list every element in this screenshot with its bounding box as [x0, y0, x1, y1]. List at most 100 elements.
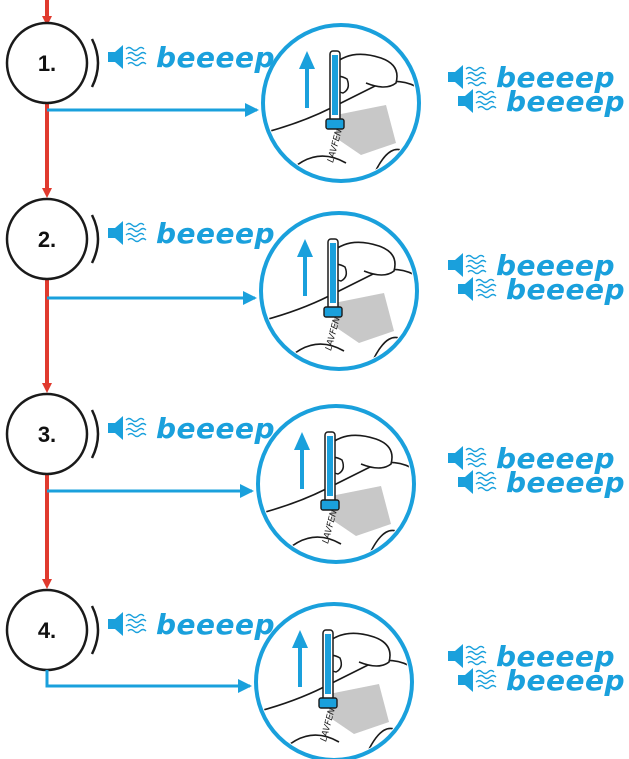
sound-wave-icon	[125, 222, 147, 243]
bracket	[90, 605, 100, 655]
speaker-cone	[455, 65, 463, 89]
sound-wave-line	[125, 56, 145, 62]
sound-wave-line	[125, 623, 145, 629]
probe-cap	[320, 499, 340, 511]
beep-label: beeeep	[458, 273, 625, 306]
beep-text: beeeep	[496, 249, 615, 282]
speaker-body	[108, 228, 115, 238]
sound-wave-line	[465, 645, 485, 651]
sound-wave-line	[467, 81, 487, 87]
sound-wave-line	[475, 288, 495, 294]
contact-shade	[336, 105, 396, 155]
probe-core	[332, 55, 338, 115]
sound-wave-line	[477, 283, 497, 289]
beep-text: beeeep	[156, 412, 275, 445]
speaker-cone	[465, 668, 473, 692]
speaker-icon	[108, 416, 147, 440]
sound-wave-line	[127, 618, 147, 624]
sound-wave-icon	[475, 669, 497, 690]
sound-wave-icon	[125, 46, 147, 67]
speaker-icon	[458, 89, 497, 113]
speaker-body	[108, 619, 115, 629]
sound-wave-icon	[475, 471, 497, 492]
sound-wave-line	[475, 100, 495, 106]
sound-wave-line	[125, 46, 145, 52]
sound-wave-line	[467, 269, 487, 275]
sound-wave-icon	[465, 645, 487, 666]
sound-wave-icon	[125, 613, 147, 634]
speaker-icon	[108, 612, 147, 636]
beep-text: beeeep	[506, 664, 625, 697]
step-number: 1.	[38, 51, 56, 76]
sound-wave-line	[467, 259, 487, 265]
beep-label: beeeep	[108, 41, 275, 74]
speaker-icon	[458, 668, 497, 692]
sound-wave-line	[475, 471, 495, 477]
step-number: 4.	[38, 618, 56, 643]
speaker-icon	[458, 470, 497, 494]
speaker-body	[108, 52, 115, 62]
speaker-body	[448, 72, 455, 82]
detail-ring	[254, 602, 414, 759]
sound-wave-line	[467, 650, 487, 656]
speaker-body	[448, 260, 455, 270]
sound-wave-icon	[475, 90, 497, 111]
hand-outline	[332, 53, 398, 88]
bracket	[90, 409, 100, 459]
sound-wave-line	[125, 222, 145, 228]
speaker-cone	[465, 277, 473, 301]
sound-wave-line	[127, 422, 147, 428]
probe-cap	[318, 697, 338, 709]
speaker-icon	[458, 277, 497, 301]
detail-ring	[261, 23, 421, 183]
beep-text: beeeep	[156, 608, 275, 641]
sound-wave-line	[477, 293, 497, 299]
sound-wave-line	[465, 655, 485, 661]
sound-wave-line	[477, 486, 497, 492]
sound-wave-line	[465, 447, 485, 453]
step-number: 2.	[38, 227, 56, 252]
beep-label: beeeep	[448, 61, 615, 94]
probe-detail-circle: LAVFEN	[261, 23, 421, 183]
beep-label: beeeep	[458, 85, 625, 118]
speaker-icon	[448, 644, 487, 668]
step-circle	[5, 392, 89, 476]
beep-text: beeeep	[496, 442, 615, 475]
sound-wave-line	[477, 684, 497, 690]
sound-wave-line	[475, 679, 495, 685]
speaker-body	[448, 651, 455, 661]
sound-wave-line	[465, 254, 485, 260]
speaker-cone	[455, 253, 463, 277]
beep-label: beeeep	[108, 217, 275, 250]
connector-arrow	[45, 670, 252, 693]
probe-core	[327, 436, 333, 496]
probe-detail-circle: LAVFEN	[259, 211, 419, 371]
detail-ring	[259, 211, 419, 371]
sound-wave-line	[125, 417, 145, 423]
sound-wave-line	[467, 462, 487, 468]
beep-text: beeeep	[506, 466, 625, 499]
probe-detail-circle: LAVFEN	[254, 602, 414, 759]
speaker-cone	[465, 89, 473, 113]
sound-wave-line	[467, 660, 487, 666]
probe-cap	[323, 306, 343, 318]
sound-wave-line	[125, 613, 145, 619]
sound-wave-line	[127, 61, 147, 67]
speaker-cone	[465, 470, 473, 494]
speaker-cone	[455, 446, 463, 470]
sound-wave-icon	[465, 66, 487, 87]
sound-wave-line	[477, 105, 497, 111]
beep-text: beeeep	[506, 85, 625, 118]
sound-wave-line	[465, 66, 485, 72]
speaker-body	[458, 284, 465, 294]
bracket	[90, 214, 100, 264]
speaker-cone	[455, 644, 463, 668]
sound-wave-line	[475, 90, 495, 96]
sound-wave-icon	[475, 278, 497, 299]
beep-label: beeeep	[448, 249, 615, 282]
beep-label: beeeep	[458, 466, 625, 499]
sound-wave-icon	[465, 254, 487, 275]
